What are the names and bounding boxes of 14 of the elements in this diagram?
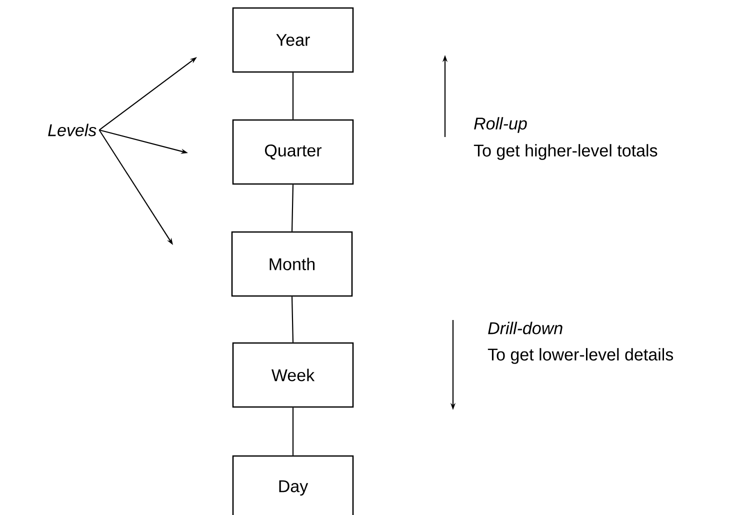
connector-line xyxy=(292,408,294,456)
level-box: Year xyxy=(232,7,354,73)
connector-line xyxy=(291,184,294,232)
level-box: Month xyxy=(231,231,353,297)
level-box: Week xyxy=(232,342,354,408)
connector-line xyxy=(292,72,294,120)
operation-description: To get lower-level details xyxy=(488,348,674,364)
level-box: Day xyxy=(232,455,354,515)
operation-name: Roll-up xyxy=(474,117,527,133)
connector-line xyxy=(291,296,294,342)
operation-description: To get higher-level totals xyxy=(474,144,658,160)
operation-name: Drill-down xyxy=(488,322,562,334)
level-label: Levels xyxy=(48,124,96,136)
level-box: Quarter xyxy=(232,119,354,185)
